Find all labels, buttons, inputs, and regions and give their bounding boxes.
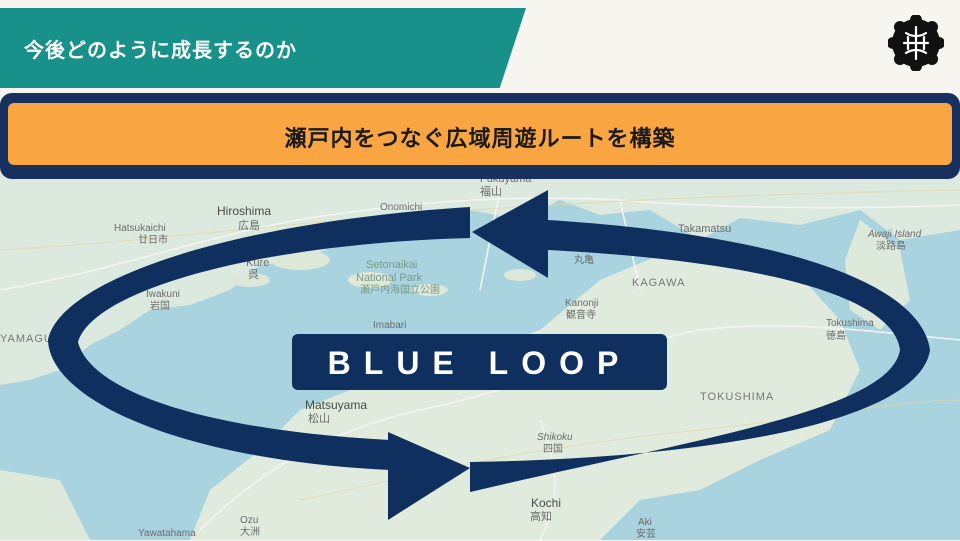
map-label-awaji-jp: 淡路島 [876, 241, 906, 252]
headline-banner-fill: 瀬戸内をつなぐ広域周遊ルートを構築 [8, 103, 952, 165]
map-label-imabari: Imabari [373, 320, 407, 331]
map-label-matsuyama: Matsuyama [305, 398, 368, 412]
map-label-ozu: Ozu [240, 515, 259, 526]
map-label-kure-jp: 呉 [248, 269, 259, 281]
map-label-awaji: Awaji Island [868, 229, 922, 240]
map-label-shikoku-jp: 四国 [543, 444, 563, 455]
headline-banner: 瀬戸内をつなぐ広域周遊ルートを構築 [0, 93, 960, 179]
map-label-kagawa: KAGAWA [632, 277, 686, 289]
map-label-setonaikai: Setonaikai [366, 259, 418, 271]
map-label-tokushima-pref: TOKUSHIMA [700, 391, 775, 403]
map-label-tokushima: Tokushima [826, 318, 874, 329]
emblem-icon [888, 15, 944, 71]
map-label-hatsukaichi-jp: 廿日市 [138, 235, 168, 246]
map-label-park-jp: 瀬戸内海国立公園 [360, 285, 440, 296]
map-label-yawatahama: Yawatahama [138, 528, 196, 539]
map-label-ozu-jp: 大洲 [240, 527, 260, 538]
map-label-onomichi: Onomichi [380, 202, 423, 213]
map-label-tokushima-jp: 徳島 [826, 331, 846, 342]
map-label-fukuyama-jp: 福山 [480, 186, 502, 198]
title-band [0, 8, 526, 88]
map-label-maru-jp: 丸亀 [574, 255, 594, 266]
loop-arrow-right-arc [470, 220, 930, 492]
blue-loop-badge: BLUE LOOP [292, 334, 667, 390]
map-label-iwakuni: Iwakuni [146, 289, 180, 300]
map-label-aki: Aki [638, 517, 652, 528]
map-label-kochi: Kochi [531, 496, 562, 510]
loop-arrow-left-arc [48, 207, 470, 470]
map-label-hiroshima: Hiroshima [217, 204, 272, 218]
map-label-kochi-jp: 高知 [530, 511, 552, 523]
map-label-aki-jp: 安芸 [636, 529, 656, 540]
map-label-hatsukaichi: Hatsukaichi [114, 223, 166, 234]
map-label-national-park: National Park [356, 272, 423, 284]
map-label-iwakuni-jp: 岩国 [150, 301, 170, 312]
loop-arrow-top-head [472, 190, 548, 278]
map-label-shikoku: Shikoku [537, 432, 573, 443]
page-title: 今後どのように成長するのか [24, 38, 297, 62]
map-label-hiroshima-jp: 広島 [238, 220, 260, 232]
blue-loop-label: BLUE LOOP [327, 345, 632, 381]
headline-text: 瀬戸内をつなぐ広域周遊ルートを構築 [284, 127, 676, 152]
map-label-takamatsu: Takamatsu [678, 223, 732, 235]
map-label-kanonji: Kanonji [565, 298, 599, 309]
map-label-matsuyama-jp: 松山 [308, 413, 330, 425]
loop-arrow-bottom-head [388, 432, 470, 520]
map-label-kanonji-jp: 観音寺 [566, 310, 596, 321]
